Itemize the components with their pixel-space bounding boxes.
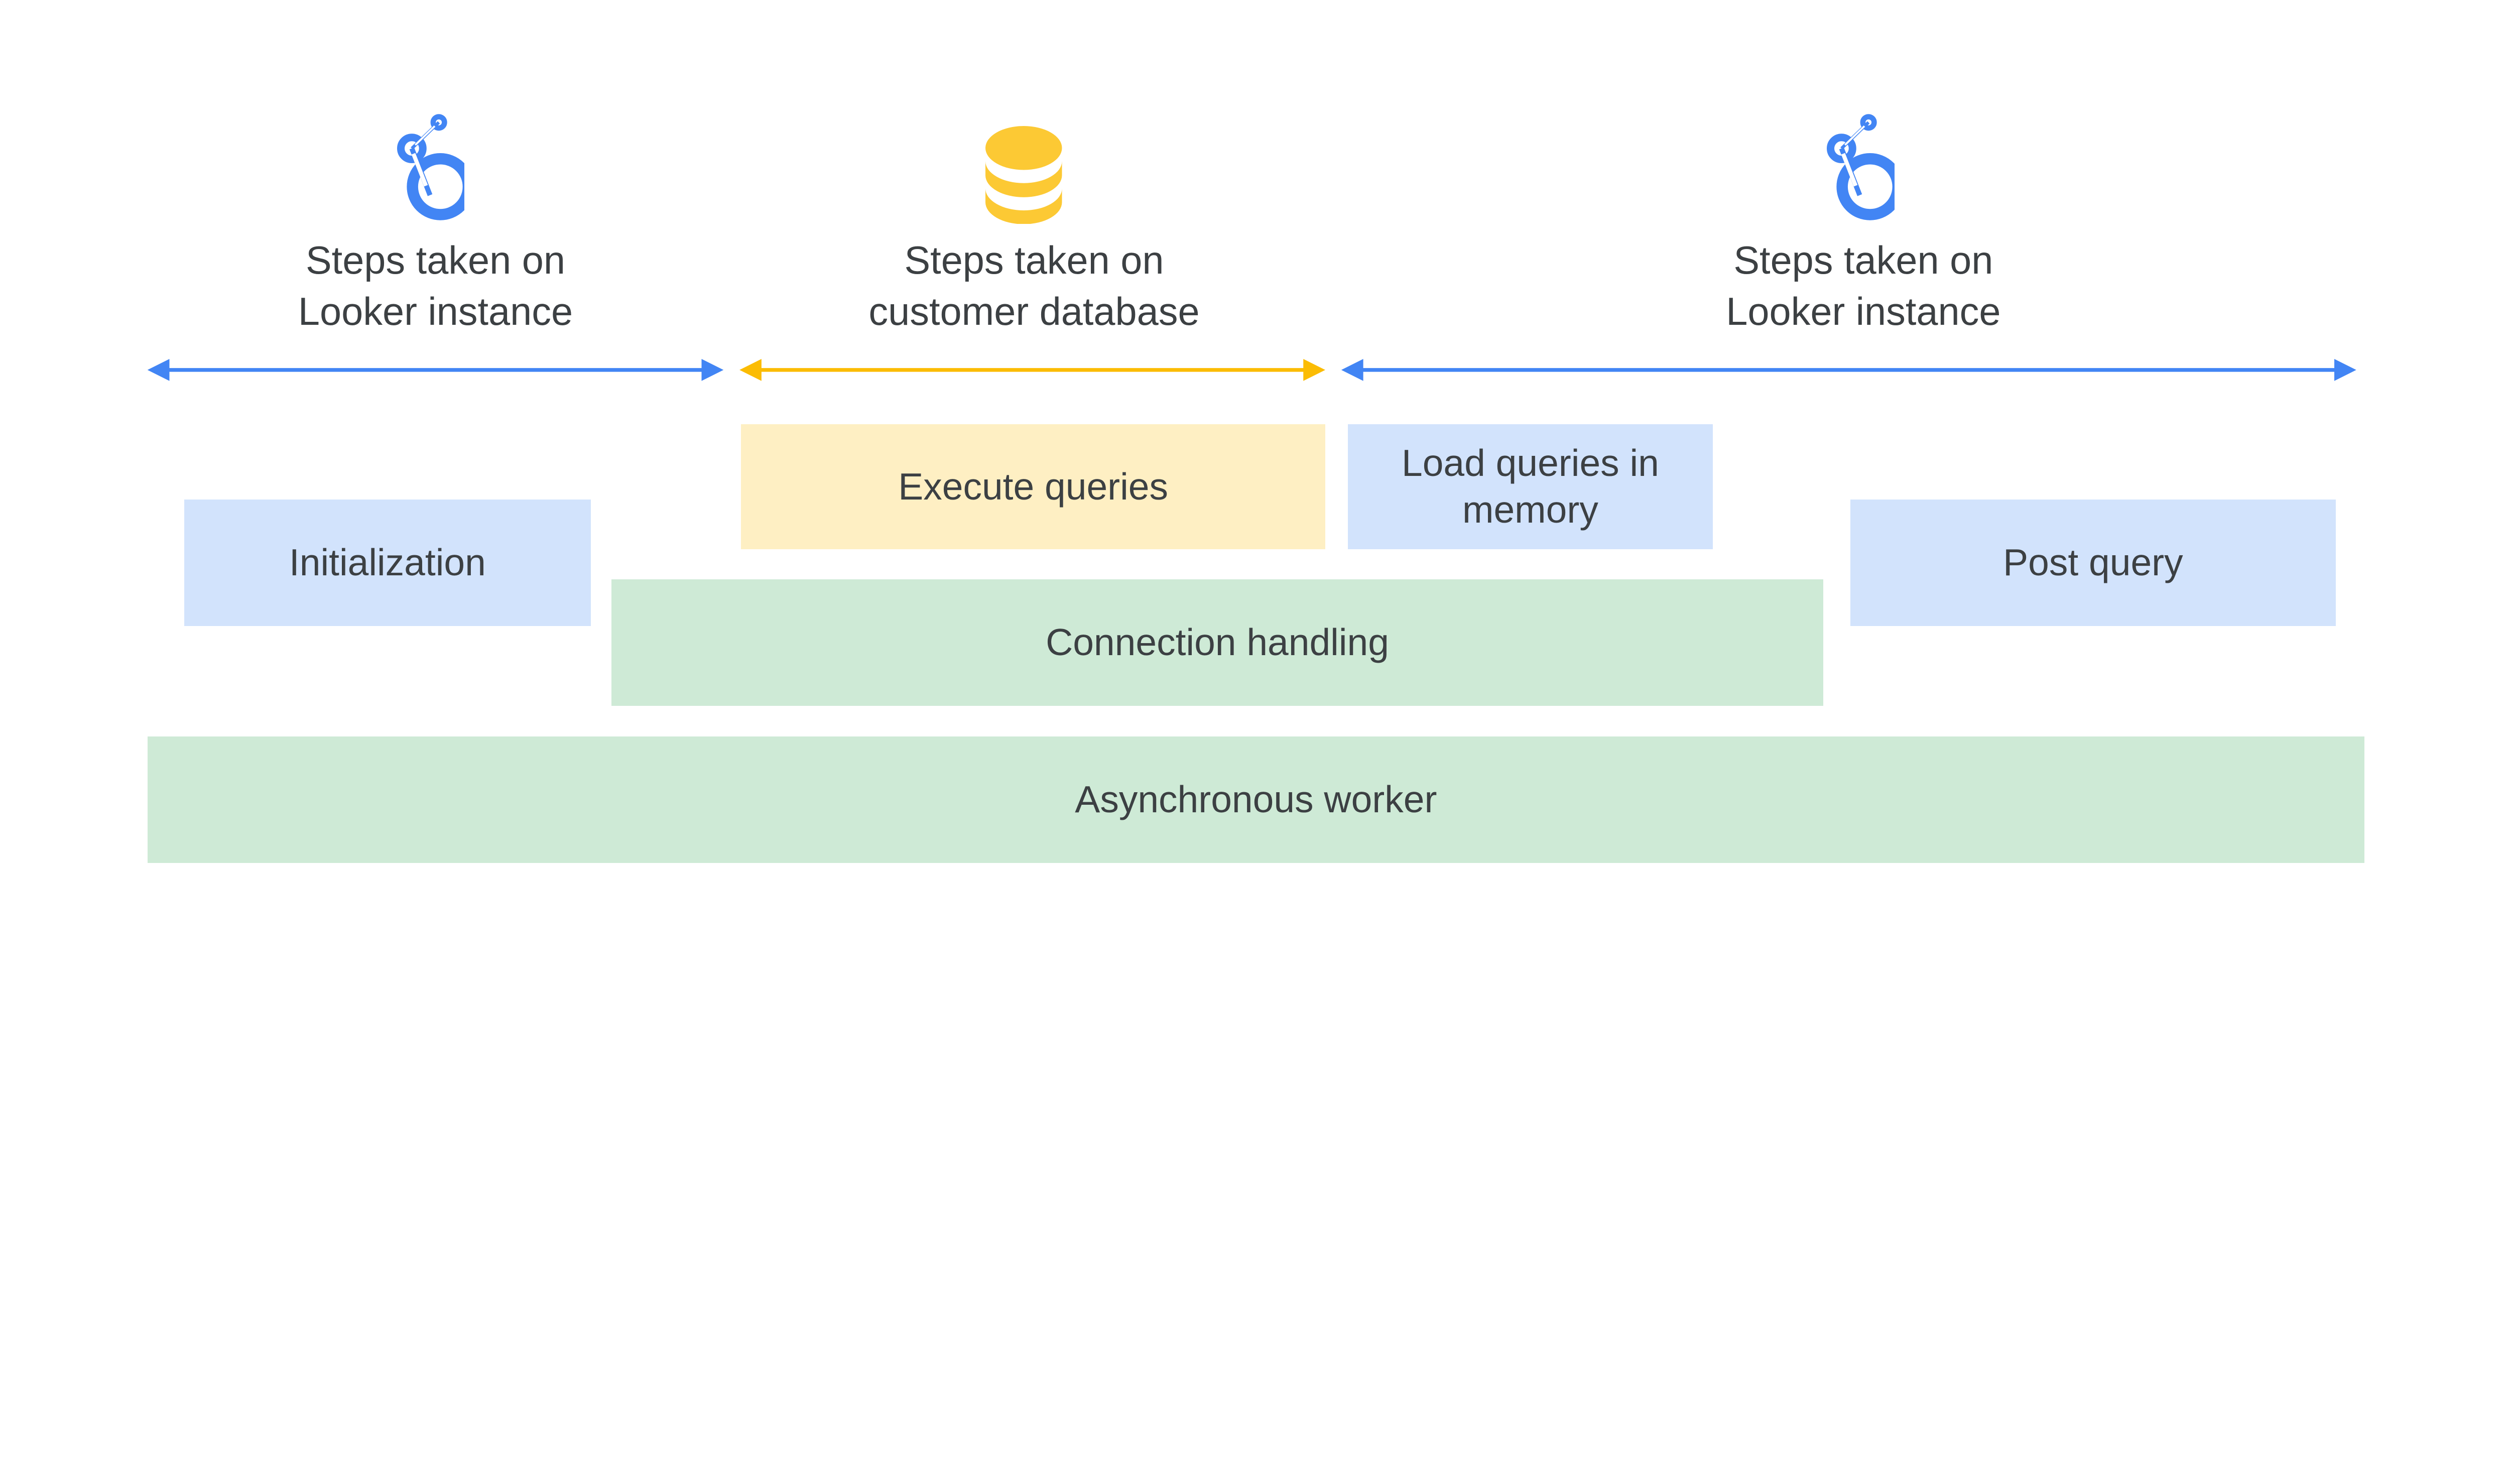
- load-queries-label-line2: memory: [1462, 488, 1598, 531]
- asynchronous-worker-label: Asynchronous worker: [1075, 778, 1437, 820]
- load-queries-label-line1: Load queries in: [1401, 441, 1659, 484]
- span-arrows: [147, 359, 2356, 381]
- looker-icon: [397, 114, 464, 220]
- execute-queries-label: Execute queries: [898, 465, 1169, 508]
- database-span-arrow: [739, 359, 1325, 381]
- connection-handling-box: Connection handling: [611, 579, 1823, 706]
- looker-icon: [1827, 114, 1895, 220]
- section-header-line2: Looker instance: [298, 290, 573, 333]
- looker-span-arrow-2: [1341, 359, 2356, 381]
- section-header-line2: customer database: [868, 290, 1200, 333]
- load-queries-box: Load queries in memory: [1348, 424, 1713, 549]
- section-header-line1: Steps taken on: [904, 238, 1164, 282]
- database-icon: [985, 126, 1062, 224]
- looker-span-arrow-1: [147, 359, 724, 381]
- post-query-box: Post query: [1850, 500, 2336, 626]
- section-header-line2: Looker instance: [1726, 290, 2001, 333]
- section-header-line1: Steps taken on: [305, 238, 566, 282]
- post-query-label: Post query: [2003, 541, 2183, 584]
- section-header-line1: Steps taken on: [1733, 238, 1993, 282]
- connection-handling-label: Connection handling: [1046, 621, 1389, 664]
- initialization-label: Initialization: [289, 541, 486, 584]
- section-header-looker-1: Steps taken on Looker instance: [216, 235, 655, 338]
- section-header-looker-2: Steps taken on Looker instance: [1644, 235, 2083, 338]
- initialization-box: Initialization: [184, 500, 591, 626]
- execute-queries-box: Execute queries: [741, 424, 1325, 549]
- asynchronous-worker-box: Asynchronous worker: [147, 736, 2364, 863]
- section-header-database: Steps taken on customer database: [815, 235, 1254, 338]
